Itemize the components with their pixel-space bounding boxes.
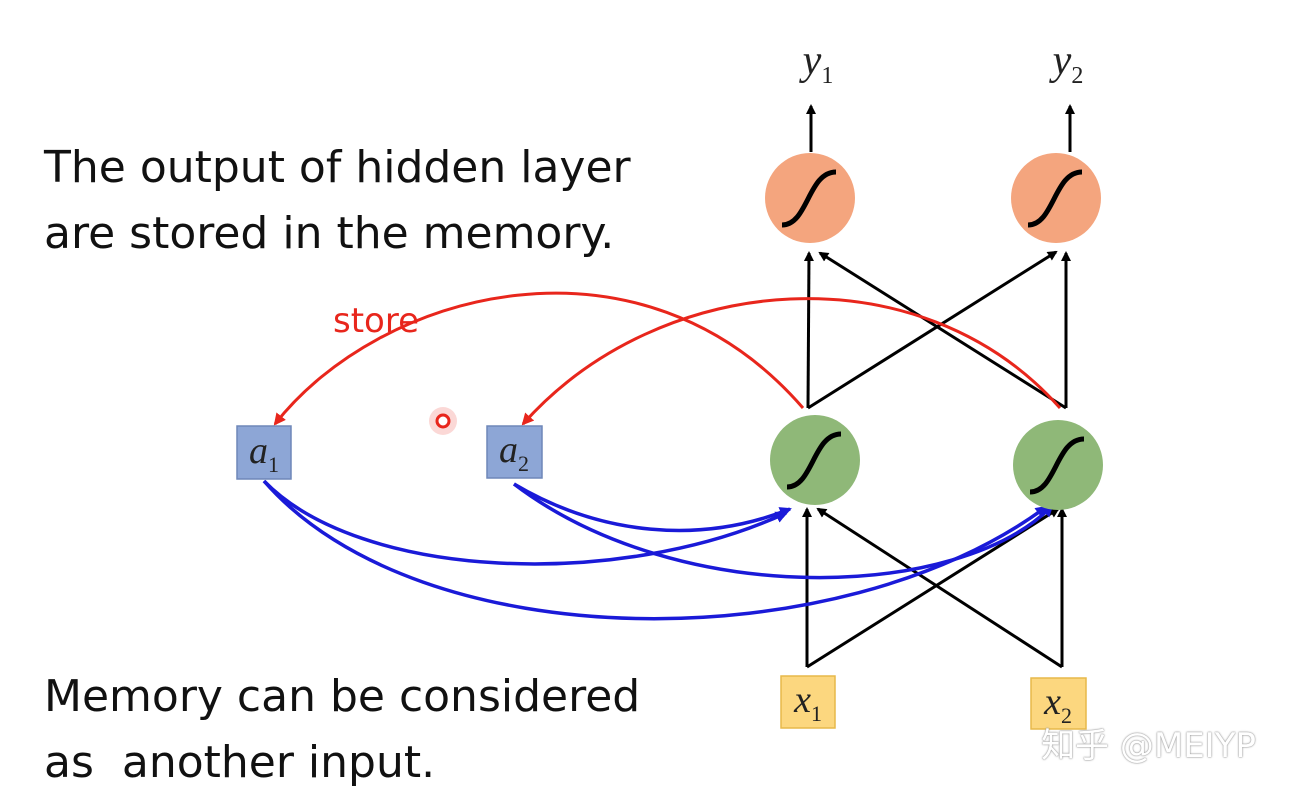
a2-to-h1-arrow (513, 482, 792, 533)
output-neuron-2 (1011, 153, 1101, 243)
caption-top: The output of hidden layer are stored in… (44, 135, 631, 267)
input-x1: x1 (780, 675, 836, 729)
caption-bottom: Memory can be considered as another inpu… (44, 664, 640, 796)
sigmoid-icon (1027, 169, 1083, 228)
input-x2: x2 (1030, 677, 1087, 730)
caption-top-line-2: are stored in the memory. (44, 208, 615, 259)
store-arrow-to-a1 (273, 291, 805, 426)
sigmoid-icon (781, 169, 837, 228)
input-x2-label: x2 (1043, 681, 1072, 728)
input-to-hidden-weights (802, 507, 1067, 669)
caption-top-line-1: The output of hidden layer (44, 142, 631, 193)
cursor-dot-icon (429, 407, 457, 435)
memory-arrows (262, 479, 1054, 621)
memory-cell-a2-label: a2 (499, 429, 529, 476)
input-x1-label: x1 (793, 679, 822, 726)
memory-cell-a2: a2 (486, 425, 543, 479)
watermark: 知乎 @MEIYP (1041, 726, 1256, 766)
output-neuron-1 (765, 153, 855, 243)
a1-to-h1-arrow (262, 479, 788, 566)
sigmoid-icon (1029, 436, 1085, 495)
store-arrow-to-a2 (521, 297, 1062, 426)
store-label: store (333, 301, 419, 341)
output-y1-label: y1 (799, 38, 834, 89)
hidden-neuron-2 (1013, 420, 1103, 510)
output-y2-label: y2 (1049, 38, 1084, 89)
caption-bottom-line-2: as another input. (44, 737, 436, 788)
a2-to-h2-arrow (512, 482, 1054, 580)
sigmoid-icon (786, 431, 842, 490)
hidden-neuron-1 (770, 415, 860, 505)
a1-to-h2-arrow (262, 479, 1048, 621)
store-arrows (273, 291, 1062, 426)
hidden-to-output-weights (803, 250, 1071, 410)
memory-cell-a1: a1 (236, 425, 292, 480)
memory-cell-a1-label: a1 (249, 430, 279, 477)
caption-bottom-line-1: Memory can be considered (44, 671, 641, 722)
